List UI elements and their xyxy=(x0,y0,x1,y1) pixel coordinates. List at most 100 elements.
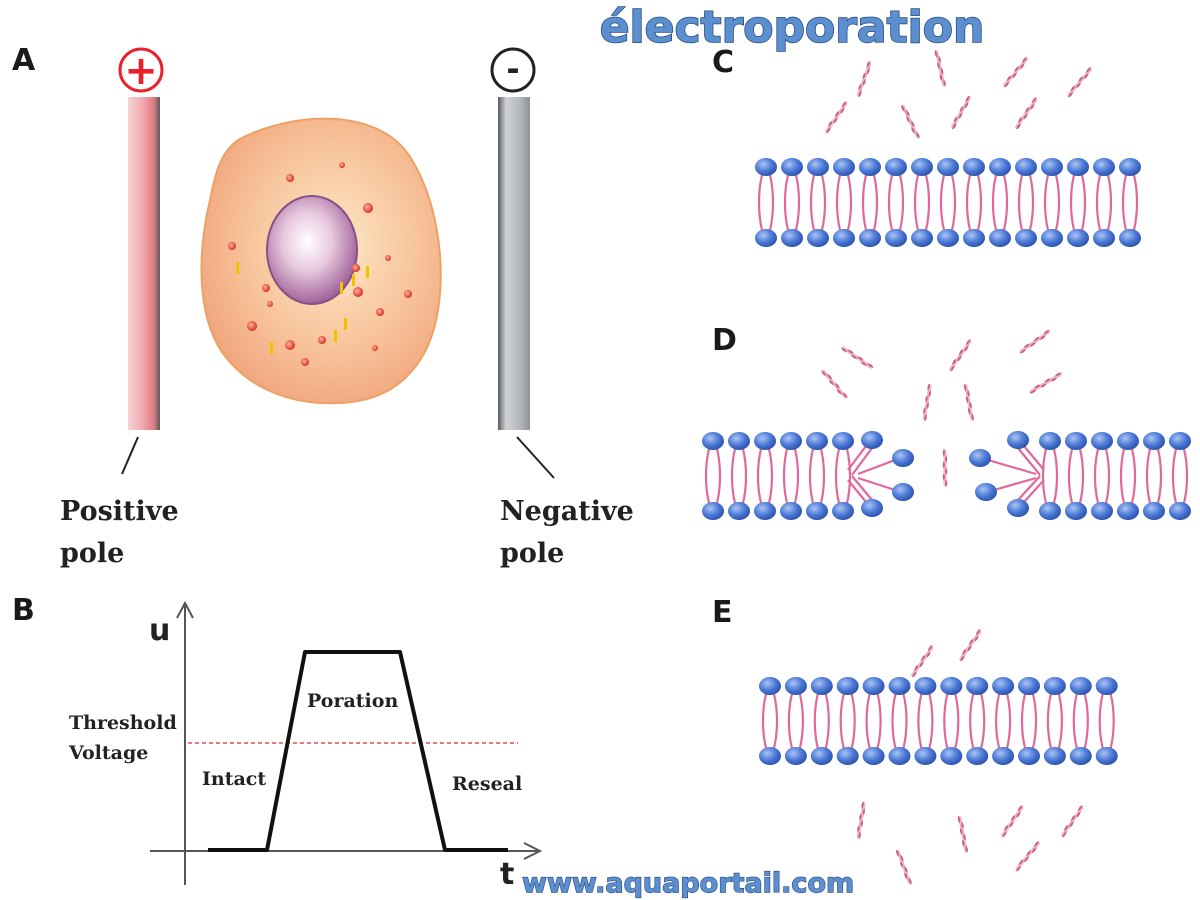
lipid-head xyxy=(1039,432,1061,450)
lipid-head xyxy=(1007,499,1029,517)
lipid-tail xyxy=(939,174,946,231)
lipid-tail xyxy=(857,458,896,476)
lipid-head xyxy=(975,483,997,501)
lipid-head xyxy=(836,677,859,695)
lipid-tail xyxy=(782,448,789,504)
lipid-head xyxy=(755,229,777,247)
lipid-tail xyxy=(1083,693,1089,749)
lipid-tail xyxy=(891,693,897,749)
lipid-head xyxy=(1143,502,1165,520)
lipid-head xyxy=(806,432,828,450)
lipid-tail xyxy=(943,693,949,749)
lipid-head xyxy=(892,483,914,501)
lipid-head xyxy=(781,229,803,247)
lipid-head xyxy=(888,747,911,765)
lipid-tail xyxy=(876,693,882,749)
lipid-head xyxy=(702,502,724,520)
lipid-head xyxy=(1041,158,1063,176)
lipid-head xyxy=(1039,502,1061,520)
lipid-head xyxy=(1043,747,1066,765)
lipid-tail xyxy=(1067,448,1074,504)
lipid-tail xyxy=(1028,174,1035,231)
lipid-head xyxy=(861,499,883,517)
lipid-tail xyxy=(741,448,748,504)
lipid-head xyxy=(1093,229,1115,247)
lipid-head xyxy=(862,677,885,695)
lipid-head xyxy=(1091,432,1113,450)
lipid-tail xyxy=(924,174,931,231)
lipid-tail xyxy=(1121,174,1128,231)
lipid-head xyxy=(885,229,907,247)
cell-nucleus xyxy=(266,195,358,305)
lipid-head xyxy=(963,158,985,176)
lipid-tail xyxy=(793,448,800,504)
lipid-tail xyxy=(808,448,815,504)
lipid-head xyxy=(1117,502,1139,520)
lipid-head xyxy=(832,502,854,520)
negative-pole-label-1: Negative xyxy=(500,496,634,527)
lipid-tail xyxy=(834,448,841,504)
lipid-tail xyxy=(1104,448,1111,504)
lipid-head xyxy=(1018,677,1040,695)
lipid-head xyxy=(1117,432,1139,450)
lipid-tail xyxy=(861,174,868,231)
lipid-tail xyxy=(857,476,896,492)
lipid-tail xyxy=(1093,448,1100,504)
panel-a: A + Positive pole - Negative pole xyxy=(12,43,634,569)
lipid-tail xyxy=(783,174,790,231)
lipid-head xyxy=(992,677,1015,695)
lipid-head xyxy=(832,432,854,450)
source-url: www.aquaportail.com xyxy=(522,868,854,899)
lipid-tail xyxy=(954,693,960,749)
lipid-tail xyxy=(987,458,1037,476)
lipid-tail xyxy=(820,174,827,231)
lipid-tail xyxy=(1031,693,1038,749)
minus-circle-icon: - xyxy=(490,47,536,93)
lipid-tail xyxy=(865,693,871,749)
lipid-tail xyxy=(1020,693,1027,749)
lipid-head xyxy=(1169,432,1191,450)
lipid-head xyxy=(937,158,959,176)
lipid-tail xyxy=(1098,693,1104,749)
lipid-head xyxy=(963,229,985,247)
lipid-head xyxy=(989,158,1011,176)
lipid-tail xyxy=(928,693,934,749)
lipid-head xyxy=(836,747,859,765)
lipid-head xyxy=(1169,502,1191,520)
cell-particles xyxy=(228,162,412,366)
lipid-head xyxy=(806,502,828,520)
lipid-tail xyxy=(846,174,853,231)
lipid-tail xyxy=(768,174,775,231)
lipid-tail xyxy=(819,448,826,504)
lipid-head xyxy=(989,229,1011,247)
lipid-tail xyxy=(1072,693,1078,749)
lipid-bilayer-intact xyxy=(755,158,1141,247)
lipid-head xyxy=(807,158,829,176)
lipid-tail xyxy=(991,174,998,231)
panel-a-letter: A xyxy=(12,43,36,78)
lipid-head xyxy=(885,158,907,176)
lipid-tail xyxy=(1017,174,1024,231)
lipid-tail xyxy=(835,174,842,231)
lipid-head xyxy=(780,502,802,520)
lipid-tail xyxy=(767,448,774,504)
lipid-head xyxy=(728,432,750,450)
x-axis-arrow xyxy=(523,842,543,860)
lipid-tail xyxy=(913,174,920,231)
negative-pointer-line xyxy=(516,436,555,479)
lipid-head xyxy=(992,747,1015,765)
lipid-head xyxy=(966,747,989,765)
lipid-head xyxy=(966,677,989,695)
lipid-head xyxy=(937,229,959,247)
lipid-head xyxy=(1065,432,1087,450)
lipid-tail xyxy=(715,448,722,504)
lipid-tail xyxy=(995,693,1001,749)
lipid-tail xyxy=(851,475,873,501)
phase-intact-label: Intact xyxy=(202,768,266,790)
lipid-head xyxy=(1015,158,1037,176)
lipid-head xyxy=(914,747,937,765)
lipid-tail xyxy=(1054,174,1061,231)
lipid-tail xyxy=(845,448,852,504)
lipid-tail xyxy=(1156,448,1163,504)
voltage-pulse-curve xyxy=(208,650,508,852)
